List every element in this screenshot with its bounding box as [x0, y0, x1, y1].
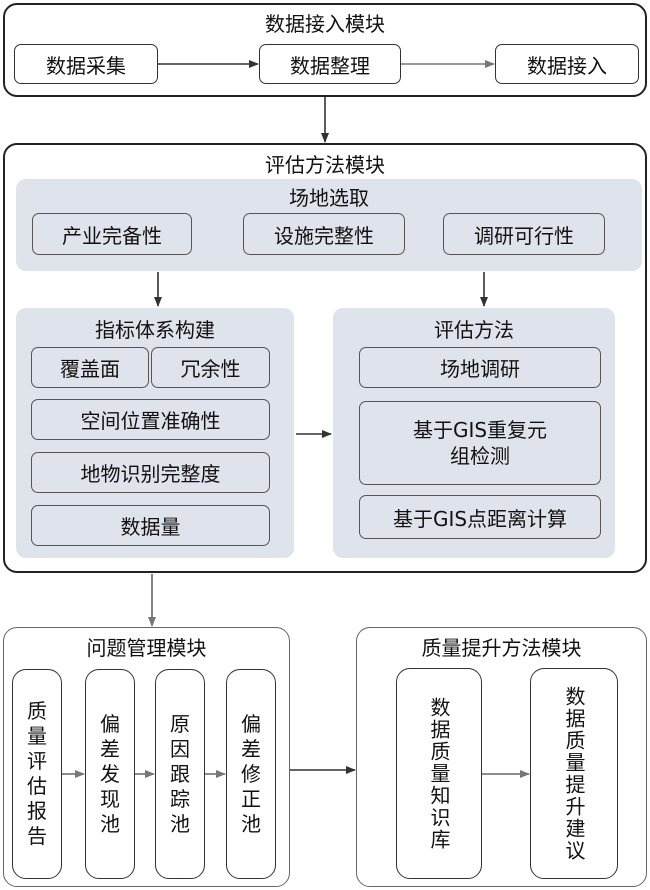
problem-item-quality-report-label: 质量评估报告: [27, 699, 47, 848]
site-selection-title: 场地选取: [289, 186, 369, 210]
method-site-survey: 场地调研: [359, 347, 601, 388]
problem-management-title: 问题管理模块: [86, 636, 207, 660]
quality-item-knowledge-base-label: 数据质量知识库: [427, 696, 451, 851]
site-item-facility: 设施完整性: [243, 213, 405, 255]
quality-item-knowledge-base: 数据质量知识库: [396, 668, 482, 879]
evaluation-module-title: 评估方法模块: [265, 153, 385, 177]
indicator-position-accuracy: 空间位置准确性: [31, 399, 270, 440]
problem-item-deviation-discovery-label: 偏差发现池: [100, 711, 120, 836]
method-gis-point-distance: 基于GIS点距离计算: [359, 495, 601, 539]
problem-item-cause-tracking: 原因跟踪池: [155, 669, 205, 879]
indicator-recognition-completeness: 地物识别完整度: [31, 452, 270, 493]
indicator-coverage: 覆盖面: [31, 347, 149, 388]
quality-item-improvement-suggestions: 数据质量提升建议: [530, 668, 618, 879]
method-gis-duplicate-detection: 基于GIS重复元组检测: [359, 401, 601, 485]
problem-item-cause-tracking-label: 原因跟踪池: [170, 711, 190, 836]
step-data-organizing: 数据整理: [259, 44, 401, 84]
problem-item-deviation-discovery: 偏差发现池: [85, 669, 135, 879]
problem-item-quality-report: 质量评估报告: [12, 669, 62, 879]
evaluation-methods-title: 评估方法: [434, 318, 514, 342]
problem-item-deviation-correction-label: 偏差修正池: [241, 711, 261, 836]
site-item-industry: 产业完备性: [32, 213, 192, 255]
indicator-redundancy: 冗余性: [151, 347, 270, 388]
quality-improvement-title: 质量提升方法模块: [421, 636, 582, 660]
problem-item-deviation-correction: 偏差修正池: [226, 669, 276, 879]
step-data-collection: 数据采集: [14, 44, 158, 84]
data-access-module-title: 数据接入模块: [265, 12, 385, 36]
indicator-system-title: 指标体系构建: [95, 318, 215, 342]
quality-item-improvement-suggestions-label: 数据质量提升建议: [562, 685, 586, 862]
step-data-ingestion: 数据接入: [495, 44, 639, 84]
site-item-feasibility: 调研可行性: [443, 213, 605, 255]
method-gis-duplicate-detection-label: 基于GIS重复元组检测: [412, 418, 548, 468]
indicator-data-volume: 数据量: [31, 505, 270, 546]
